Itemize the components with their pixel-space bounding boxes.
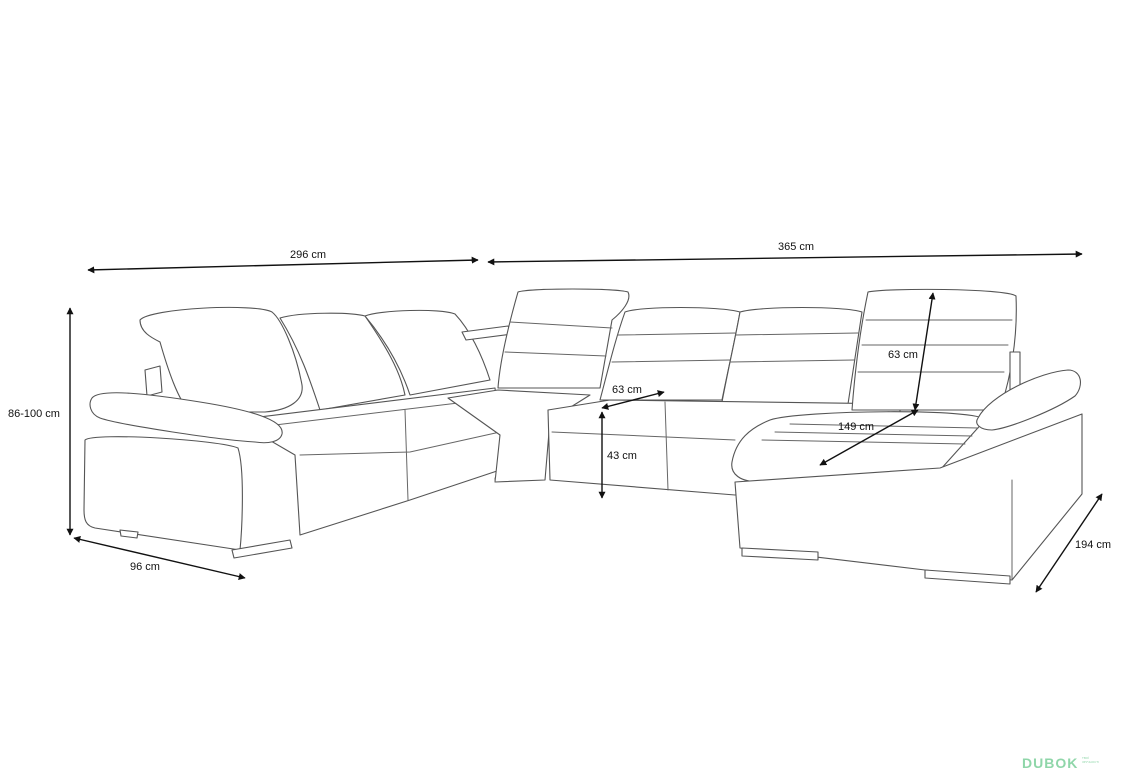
dubok-watermark: DUBOK ТВОЇ ЗРУЧНОСТІ: [1022, 755, 1099, 771]
seat-height-label: 43 cm: [607, 450, 637, 462]
seat-depth-label: 63 cm: [612, 384, 642, 396]
right-foot-1: [741, 547, 819, 561]
left-back-cushion-2: [279, 312, 406, 411]
left-back-panel: [144, 365, 163, 397]
watermark-tagline-2: ЗРУЧНОСТІ: [1082, 760, 1099, 764]
right-arm-pad: [976, 369, 1081, 431]
corner-headrest: [497, 288, 630, 389]
left-back-cushion-3: [364, 309, 491, 396]
watermark-brand: DUBOK: [1022, 755, 1078, 771]
headrest-height-arrow: [912, 292, 936, 411]
chaise-depth-arrow: [1035, 493, 1103, 593]
left-armrest-front: [83, 436, 243, 551]
watermark-tagline-1: ТВОЇ: [1082, 756, 1089, 760]
left-headrest: [139, 306, 303, 413]
width-left-label: 296 cm: [290, 249, 326, 261]
chaise-depth-label: 194 cm: [1075, 539, 1111, 551]
corner-side-table: [461, 325, 513, 341]
chaise-length-arrow: [819, 409, 919, 466]
chaise-length-label: 149 cm: [838, 421, 874, 433]
dimension-labels: 296 cm 365 cm 86-100 cm 96 cm 194 cm 63 …: [8, 241, 1111, 573]
depth-label: 96 cm: [130, 561, 160, 573]
width-right-arrow: [487, 250, 1083, 266]
sofa-illustration: [83, 288, 1083, 585]
height-label: 86-100 cm: [8, 408, 60, 420]
right-back-cushion-2: [721, 306, 863, 405]
left-foot-1: [119, 529, 139, 539]
dimension-lines: [66, 250, 1103, 593]
width-left-arrow: [87, 256, 479, 274]
depth-arrow: [73, 536, 246, 580]
width-right-label: 365 cm: [778, 241, 814, 253]
right-headrest: [851, 288, 1017, 411]
seat-depth-arrow: [601, 390, 665, 410]
right-foot-2: [924, 569, 1011, 585]
left-arm-pad: [89, 392, 283, 444]
headrest-height-label: 63 cm: [888, 349, 918, 361]
